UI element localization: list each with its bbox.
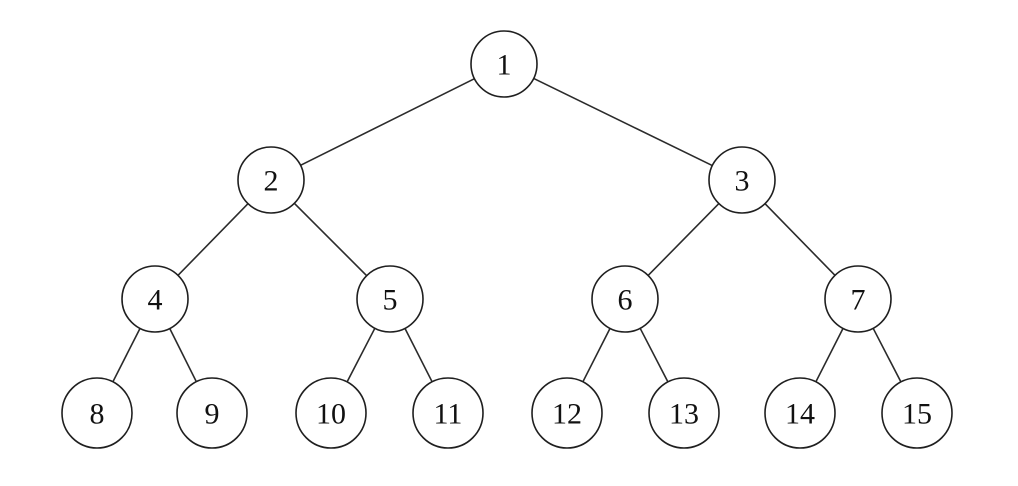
node-circle-3 <box>708 146 776 214</box>
tree-edge-4-9 <box>168 327 198 383</box>
node-circle-11 <box>412 377 484 449</box>
node-circle-6 <box>591 265 659 333</box>
node-circle-8 <box>61 377 133 449</box>
tree-node-14[interactable]: 14 <box>764 377 836 449</box>
node-circle-1 <box>470 30 538 98</box>
node-circle-9 <box>176 377 248 449</box>
node-circle-2 <box>237 146 305 214</box>
node-label-3: 3 <box>735 165 750 198</box>
node-label-14: 14 <box>785 398 815 431</box>
tree-edge-5-10 <box>346 327 376 383</box>
tree-node-8[interactable]: 8 <box>61 377 133 449</box>
node-label-12: 12 <box>552 398 582 431</box>
tree-edge-1-2 <box>299 77 476 167</box>
node-circle-13 <box>648 377 720 449</box>
tree-node-5[interactable]: 5 <box>356 265 424 333</box>
tree-edge-6-13 <box>639 327 669 383</box>
tree-node-3[interactable]: 3 <box>708 146 776 214</box>
node-label-13: 13 <box>669 398 699 431</box>
node-label-9: 9 <box>205 398 220 431</box>
node-label-10: 10 <box>316 398 346 431</box>
tree-node-1[interactable]: 1 <box>470 30 538 98</box>
node-label-4: 4 <box>148 284 163 317</box>
tree-edge-7-15 <box>872 327 902 383</box>
tree-node-2[interactable]: 2 <box>237 146 305 214</box>
node-circle-4 <box>121 265 189 333</box>
tree-edge-2-5 <box>293 202 368 277</box>
tree-edge-2-4 <box>177 202 249 277</box>
edge-layer <box>112 77 902 383</box>
tree-node-15[interactable]: 15 <box>881 377 953 449</box>
tree-node-7[interactable]: 7 <box>824 265 892 333</box>
node-label-1: 1 <box>497 49 512 82</box>
tree-node-9[interactable]: 9 <box>176 377 248 449</box>
tree-node-4[interactable]: 4 <box>121 265 189 333</box>
tree-node-12[interactable]: 12 <box>531 377 603 449</box>
node-label-7: 7 <box>851 284 866 317</box>
tree-edge-3-7 <box>764 202 836 277</box>
tree-node-13[interactable]: 13 <box>648 377 720 449</box>
node-label-6: 6 <box>618 284 633 317</box>
node-circle-7 <box>824 265 892 333</box>
node-circle-14 <box>764 377 836 449</box>
tree-edge-5-11 <box>404 327 433 383</box>
tree-node-6[interactable]: 6 <box>591 265 659 333</box>
tree-node-11[interactable]: 11 <box>412 377 484 449</box>
tree-edge-1-3 <box>532 77 714 167</box>
node-label-11: 11 <box>434 398 463 431</box>
node-label-5: 5 <box>383 284 398 317</box>
node-label-8: 8 <box>90 398 105 431</box>
node-circle-10 <box>295 377 367 449</box>
node-circle-15 <box>881 377 953 449</box>
node-label-2: 2 <box>264 165 279 198</box>
tree-edge-4-8 <box>112 327 141 383</box>
tree-edge-6-12 <box>582 327 611 383</box>
tree-edge-3-6 <box>647 202 720 277</box>
node-label-15: 15 <box>902 398 932 431</box>
tree-node-10[interactable]: 10 <box>295 377 367 449</box>
tree-edge-7-14 <box>815 327 844 383</box>
node-circle-12 <box>531 377 603 449</box>
node-circle-5 <box>356 265 424 333</box>
